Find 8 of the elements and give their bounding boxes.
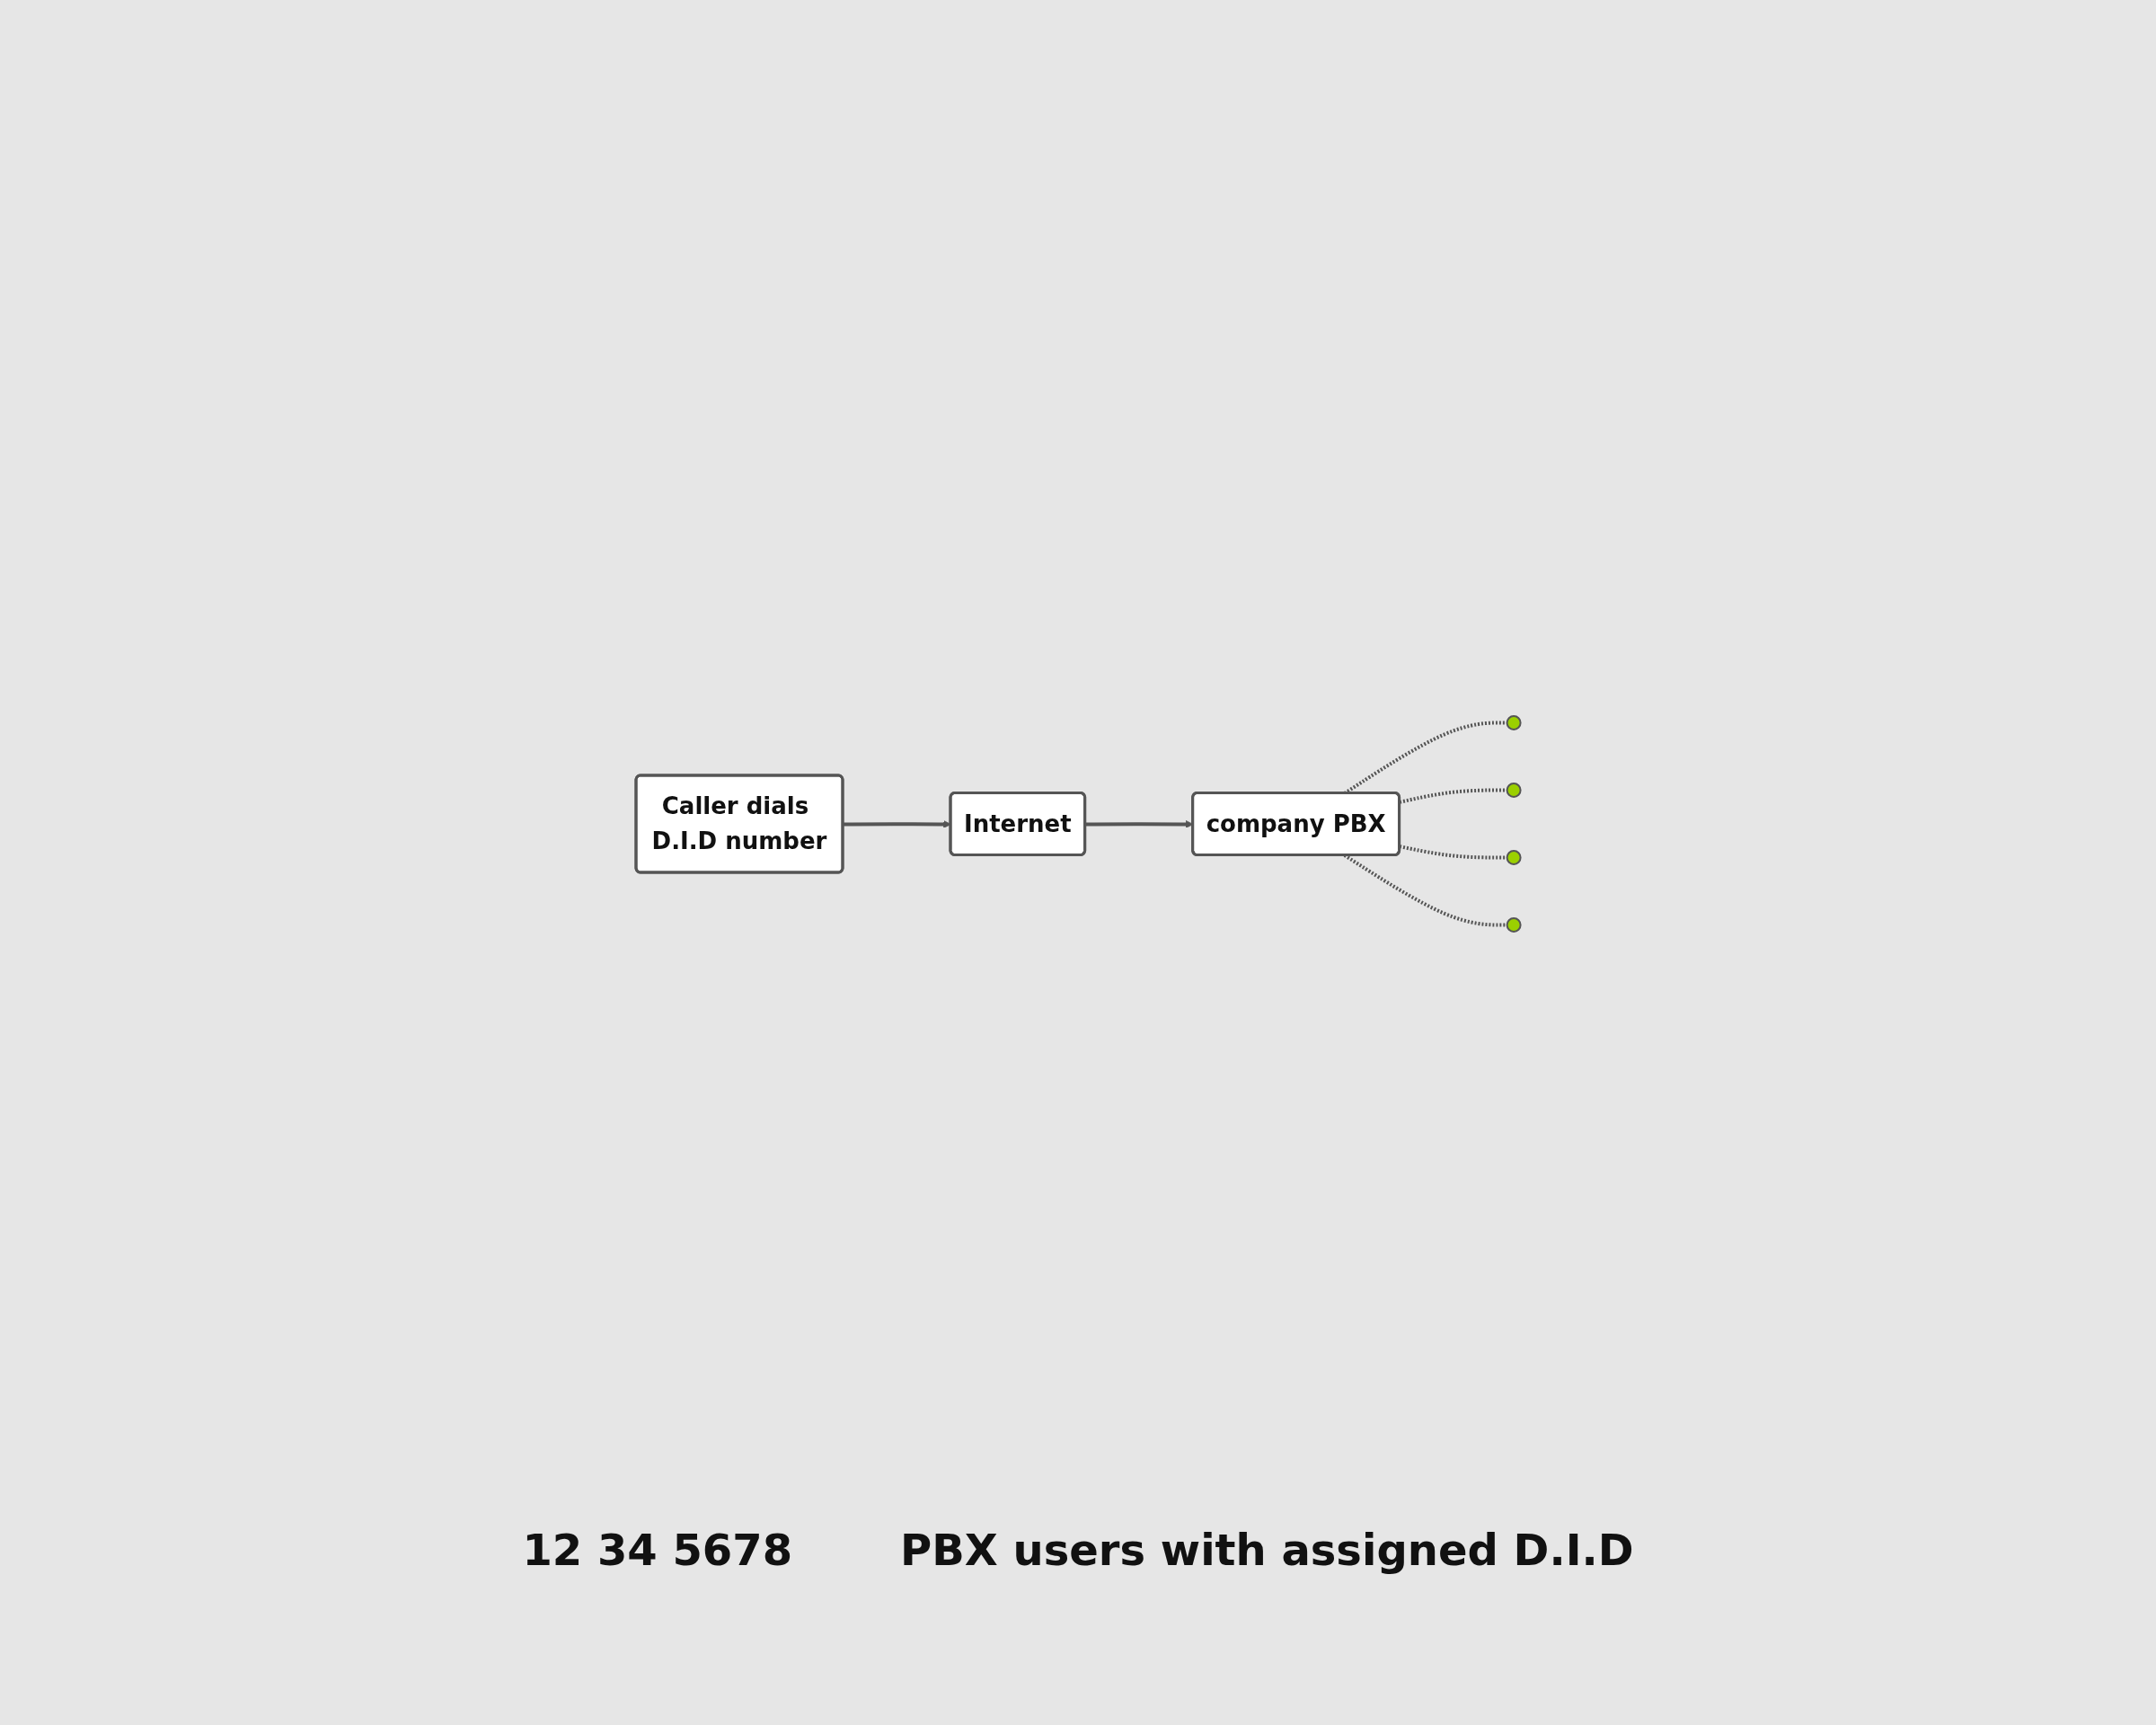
caption-text: 12 34 5678 <box>522 1525 793 1575</box>
node-person <box>1506 850 1522 865</box>
connector <box>1399 788 1507 804</box>
node-person <box>1506 783 1522 798</box>
connector <box>1399 845 1507 860</box>
node-person <box>1506 917 1522 933</box>
node-person <box>1506 715 1522 730</box>
caption-text: PBX users with assigned D.I.D <box>900 1525 1634 1575</box>
